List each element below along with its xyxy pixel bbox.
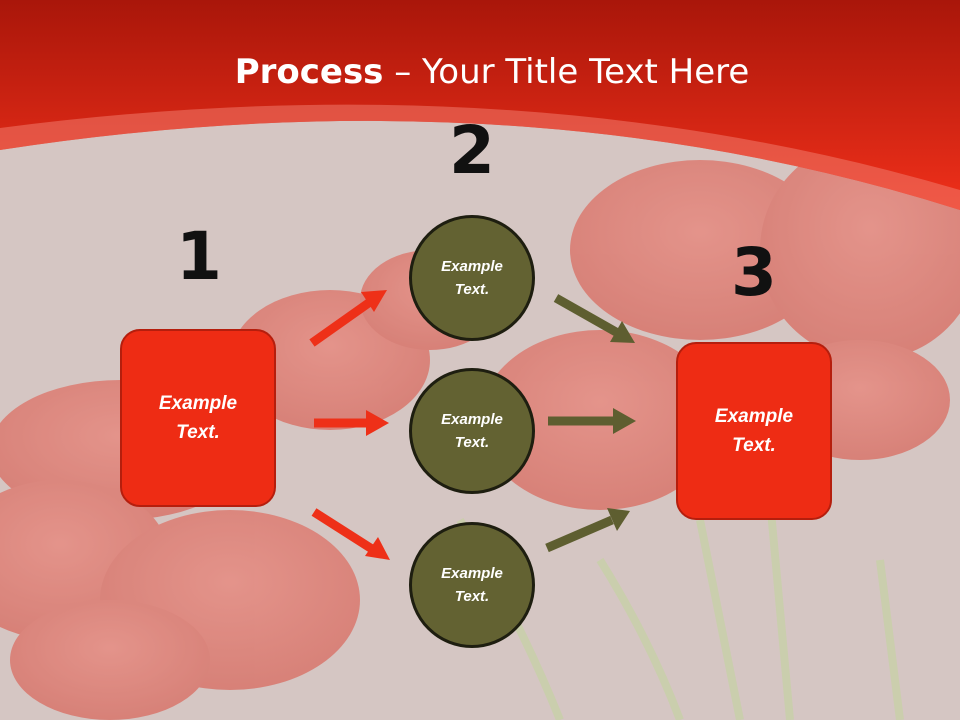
arrow-middle-to-right [548,408,636,434]
step-2-circle-middle: Example Text. [409,368,535,494]
step-2-circle-bottom: Example Text. [409,522,535,648]
step-3-box: Example Text. [676,342,832,520]
arrow-bottom-to-right [545,508,630,553]
circle-top-label: Example Text. [441,258,503,298]
step-3-label: Example Text. [714,406,794,456]
step-number-3: 3 [731,234,777,311]
step-number-2: 2 [449,112,495,189]
slide-title: Process – Your Title Text Here [0,52,960,92]
circle-bottom-label: Example Text. [441,565,503,605]
arrow-top-to-right [553,294,635,343]
circle-middle-label: Example Text. [441,411,503,451]
step-2-circle-top: Example Text. [409,215,535,341]
arrow-left-to-top [309,290,387,347]
arrow-left-to-bottom [311,508,390,560]
title-bold: Process [234,52,384,92]
step-1-box: Example Text. [120,329,276,507]
title-rest: – Your Title Text Here [383,52,750,92]
step-1-label: Example Text. [158,393,238,443]
arrow-left-to-middle [314,410,389,436]
step-number-1: 1 [176,218,222,295]
